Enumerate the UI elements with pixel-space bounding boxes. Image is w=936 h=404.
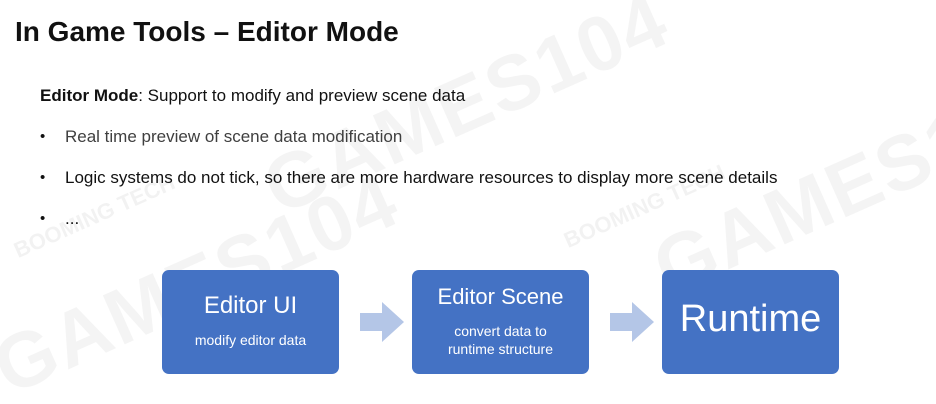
right-arrow-icon	[360, 302, 404, 342]
bullet-list: • Real time preview of scene data modifi…	[40, 126, 777, 230]
lead-sentence: Editor Mode: Support to modify and previ…	[40, 86, 465, 106]
bullet-text: Logic systems do not tick, so there are …	[65, 168, 778, 187]
list-item: • Logic systems do not tick, so there ar…	[40, 167, 777, 189]
flow-box-title: Editor Scene	[437, 284, 564, 309]
page-title: In Game Tools – Editor Mode	[15, 16, 399, 47]
bullet-text: ...	[65, 209, 80, 228]
list-item: • Real time preview of scene data modifi…	[40, 126, 777, 148]
bullet-marker: •	[40, 128, 46, 145]
flow-box-editor-ui: Editor UI modify editor data	[162, 270, 339, 374]
flow-box-subtitle-line: runtime structure	[447, 341, 554, 357]
right-arrow-icon	[610, 302, 654, 342]
flow-box-runtime: Runtime	[662, 270, 839, 374]
flow-box-subtitle-line: convert data to	[454, 323, 547, 339]
lead-rest: : Support to modify and preview scene da…	[138, 86, 466, 105]
lead-term: Editor Mode	[40, 86, 139, 105]
bullet-text: Real time preview of scene data modifica…	[65, 127, 403, 146]
bullet-marker: •	[40, 210, 46, 227]
flow-box-subtitle: convert data to runtime structure	[422, 322, 579, 358]
bullet-marker: •	[40, 169, 46, 186]
flow-box-title: Editor UI	[203, 292, 298, 319]
flow-box-title: Runtime	[679, 298, 822, 340]
flow-box-editor-scene: Editor Scene convert data to runtime str…	[412, 270, 589, 374]
list-item: • ...	[40, 208, 777, 230]
flow-box-subtitle: modify editor data	[194, 332, 307, 348]
